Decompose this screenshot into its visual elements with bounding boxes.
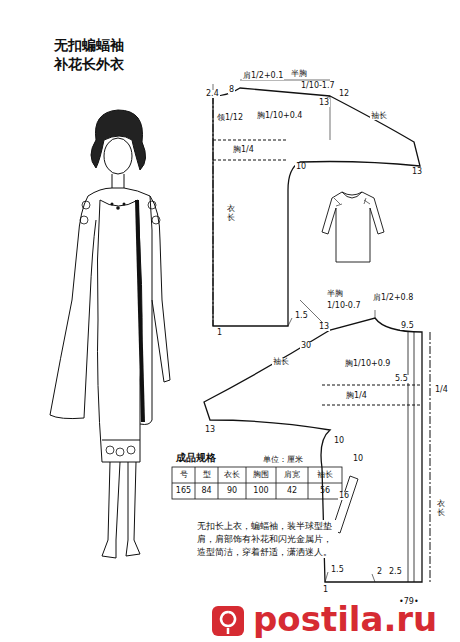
dimension: 1/4 — [434, 386, 449, 394]
table-cell: 100 — [246, 487, 276, 495]
table-cell: 42 — [276, 487, 308, 495]
spec-table — [172, 467, 342, 499]
dimension: 1/10-1.7 — [300, 82, 336, 90]
dimension: 10 — [333, 437, 345, 445]
dimension: 13 — [204, 426, 216, 434]
dimension: 胸1/4 — [345, 392, 368, 400]
table-cell: 袖长 — [308, 471, 342, 479]
table-title: 成品规格 — [175, 453, 217, 463]
title: 无扣蝙蝠袖 补花长外衣 — [54, 36, 138, 74]
dimension: 半胸 — [326, 290, 344, 298]
part-label: 袖长 — [370, 112, 388, 120]
dimension: 13 — [411, 168, 423, 176]
dimension: 12 — [338, 90, 350, 98]
dimension: 9.5 — [400, 322, 415, 330]
dimension: 领1/12 — [216, 114, 244, 122]
dimension: 1 — [216, 329, 223, 337]
table-cell: 90 — [218, 487, 246, 495]
dimension: 8 — [228, 86, 235, 94]
part-label: 衣长 — [436, 500, 446, 518]
dimension: 胸1/10+0.4 — [256, 112, 303, 120]
table-cell: 165 — [172, 487, 195, 495]
table-cell: 胸围 — [246, 471, 276, 479]
description: 无扣长上衣，蝙蝠袖，装半球型垫肩，肩部饰有补花和闪光金属片，造型简洁，穿着舒适，… — [196, 520, 338, 558]
watermark-icon — [212, 606, 244, 636]
dimension: 2.5 — [388, 568, 403, 576]
dimension: 1 — [322, 586, 329, 594]
fashion-figure — [50, 110, 170, 558]
dimension: 2 — [376, 568, 383, 576]
table-cell: 肩宽 — [276, 471, 308, 479]
dimension: 1.5 — [330, 566, 345, 574]
part-label: 袖长 — [272, 358, 290, 366]
dimension: 胸1/4 — [232, 146, 255, 154]
table-cell: 84 — [195, 487, 218, 495]
dimension: 13 — [318, 99, 330, 107]
table-note: 单位：厘米 — [262, 456, 304, 464]
dimension: 1.5 — [294, 312, 309, 320]
dimension: 1/10-0.7 — [326, 302, 362, 310]
watermark: postila.ru — [252, 602, 438, 636]
dimension: 10 — [295, 163, 307, 171]
table-cell: 号 — [172, 471, 195, 479]
dimension: 13 — [318, 323, 330, 331]
dimension: 30 — [300, 342, 312, 350]
dimension: 16 — [338, 492, 350, 500]
garment-sketch — [322, 192, 384, 262]
back-pattern — [213, 80, 420, 326]
table-cell: 型 — [195, 471, 218, 479]
dimension: 胸1/10+0.9 — [344, 360, 391, 368]
dimension: 半胸 — [290, 70, 308, 78]
dimension: 肩1/2+0.1 — [242, 72, 284, 80]
table-cell: 56 — [308, 487, 342, 495]
part-label: 衣长 — [226, 205, 236, 223]
dimension: 肩1/2+0.8 — [372, 294, 414, 302]
dimension: 10 — [352, 455, 364, 463]
dimension: 5.5 — [394, 375, 409, 383]
table-cell: 衣长 — [218, 471, 246, 479]
dimension: 2.4 — [205, 90, 220, 98]
